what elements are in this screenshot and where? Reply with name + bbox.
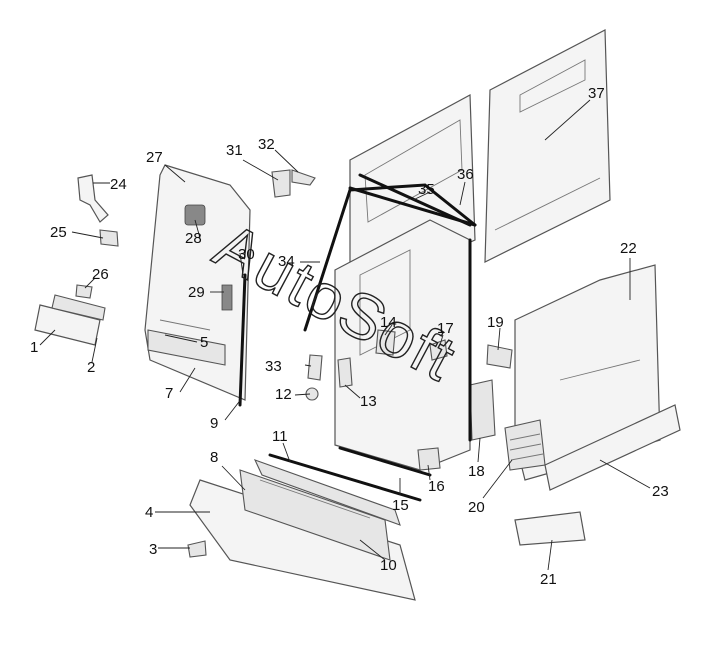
callout-11: 11: [272, 428, 288, 445]
callout-33: 33: [265, 358, 282, 375]
tail-light: [504, 419, 546, 471]
callout-15: 15: [392, 497, 409, 514]
callout-34: 34: [278, 253, 295, 270]
rear-bumper-side: [544, 404, 681, 491]
corner-piece: [514, 511, 586, 546]
callout-24: 24: [110, 176, 127, 193]
callout-30: 30: [238, 246, 255, 263]
callout-14: 14: [380, 314, 397, 331]
callout-10: 10: [380, 557, 397, 574]
callout-25: 25: [50, 224, 67, 241]
step-plate: [253, 459, 401, 526]
callout-4: 4: [145, 504, 153, 521]
callout-22: 22: [620, 240, 637, 257]
callout-28: 28: [185, 230, 202, 247]
callout-9: 9: [210, 415, 218, 432]
callout-17: 17: [437, 320, 454, 337]
callout-27: 27: [146, 149, 163, 166]
callout-23: 23: [652, 483, 669, 500]
callout-3: 3: [149, 541, 157, 558]
callout-8: 8: [210, 449, 218, 466]
callout-1: 1: [30, 339, 38, 356]
callout-36: 36: [457, 166, 474, 183]
callout-32: 32: [258, 136, 275, 153]
callout-18: 18: [468, 463, 485, 480]
callout-5: 5: [200, 334, 208, 351]
callout-20: 20: [468, 499, 485, 516]
callout-21: 21: [540, 571, 557, 588]
callout-29: 29: [188, 284, 205, 301]
callout-7: 7: [165, 385, 173, 402]
right-rear-door-panel: [484, 29, 611, 263]
door-seals: [238, 173, 477, 502]
rear-left-door: [144, 164, 251, 401]
callout-13: 13: [360, 393, 377, 410]
callout-2: 2: [87, 359, 95, 376]
callout-12: 12: [275, 386, 292, 403]
callout-31: 31: [226, 142, 243, 159]
callout-16: 16: [428, 478, 445, 495]
sliding-door: [334, 219, 471, 471]
callout-26: 26: [92, 266, 109, 283]
callout-19: 19: [487, 314, 504, 331]
small-parts: [34, 169, 513, 558]
leader-lines: [39, 99, 651, 571]
callout-35: 35: [418, 181, 435, 198]
callout-labels: 1 2 3 4 5 7 8 9 10 11 12 13 14 15 16 17 …: [30, 85, 669, 588]
rear-bumper: [189, 469, 416, 601]
callout-37: 37: [588, 85, 605, 102]
